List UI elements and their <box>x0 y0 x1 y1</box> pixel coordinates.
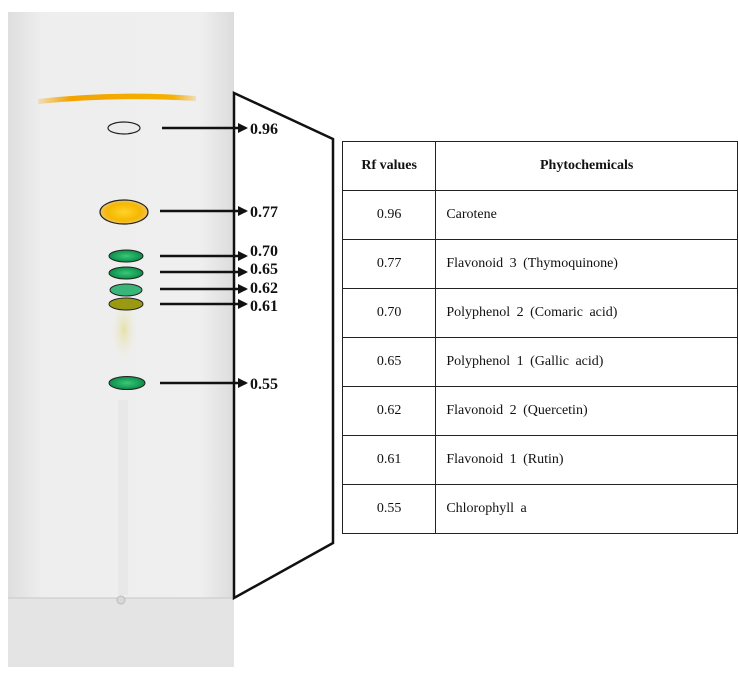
rf-label: 0.96 <box>250 121 278 138</box>
spot-0.77 <box>99 199 149 225</box>
table-row: 0.70 Polyphenol 2 (Comaric acid) <box>341 288 738 338</box>
tlc-plate <box>8 12 234 667</box>
compound-cell: Flavonoid 3 (Thymoquinone) <box>435 239 738 289</box>
spot-0.62 <box>109 283 143 297</box>
table-row: 0.96 Carotene <box>341 190 738 240</box>
table-row: 0.77 Flavonoid 3 (Thymoquinone) <box>341 239 738 289</box>
rf-cell: 0.61 <box>341 435 437 485</box>
compound-cell: Polyphenol 2 (Comaric acid) <box>435 288 738 338</box>
rf-label: 0.62 <box>250 280 278 297</box>
spot-0.96 <box>107 121 141 135</box>
spot-0.70 <box>108 249 144 263</box>
rf-labels: 0.96 0.77 0.70 0.65 0.62 0.61 0.55 <box>250 121 278 393</box>
rf-cell: 0.70 <box>341 288 437 338</box>
yellow-smear <box>110 295 138 365</box>
table-row: 0.62 Flavonoid 2 (Quercetin) <box>341 386 738 436</box>
rf-cell: 0.77 <box>341 239 437 289</box>
rf-label: 0.55 <box>250 376 278 393</box>
header-phytochemicals: Phytochemicals <box>435 141 738 191</box>
rf-cell: 0.55 <box>341 484 437 534</box>
rf-arrows <box>160 123 248 388</box>
rf-label: 0.61 <box>250 298 278 315</box>
compound-cell: Flavonoid 1 (Rutin) <box>435 435 738 485</box>
spot-0.65 <box>108 266 144 280</box>
table-row: 0.55 Chlorophyll a <box>341 484 738 534</box>
rf-label: 0.70 <box>250 243 278 260</box>
rf-cell: 0.96 <box>341 190 437 240</box>
compound-cell: Flavonoid 2 (Quercetin) <box>435 386 738 436</box>
table-row: 0.61 Flavonoid 1 (Rutin) <box>341 435 738 485</box>
plate-bottom-strip <box>8 598 234 667</box>
table-header-row: Rf values Phytochemicals <box>341 141 738 191</box>
compound-cell: Chlorophyll a <box>435 484 738 534</box>
compound-cell: Carotene <box>435 190 738 240</box>
compound-cell: Polyphenol 1 (Gallic acid) <box>435 337 738 387</box>
rf-cell: 0.65 <box>341 337 437 387</box>
spot-0.61 <box>108 297 144 311</box>
table-row: 0.65 Polyphenol 1 (Gallic acid) <box>341 337 738 387</box>
header-rf-values: Rf values <box>341 141 437 191</box>
rf-cell: 0.62 <box>341 386 437 436</box>
rf-label: 0.77 <box>250 204 278 221</box>
spot-0.55 <box>108 376 146 390</box>
zoom-trapezoid <box>232 91 335 601</box>
rf-values-table: Rf values Phytochemicals 0.96 Carotene 0… <box>341 141 738 534</box>
solvent-front-band <box>38 93 196 104</box>
origin-mark <box>116 595 126 605</box>
rf-label: 0.65 <box>250 261 278 278</box>
lane-streak <box>118 400 128 595</box>
spots <box>99 121 149 390</box>
